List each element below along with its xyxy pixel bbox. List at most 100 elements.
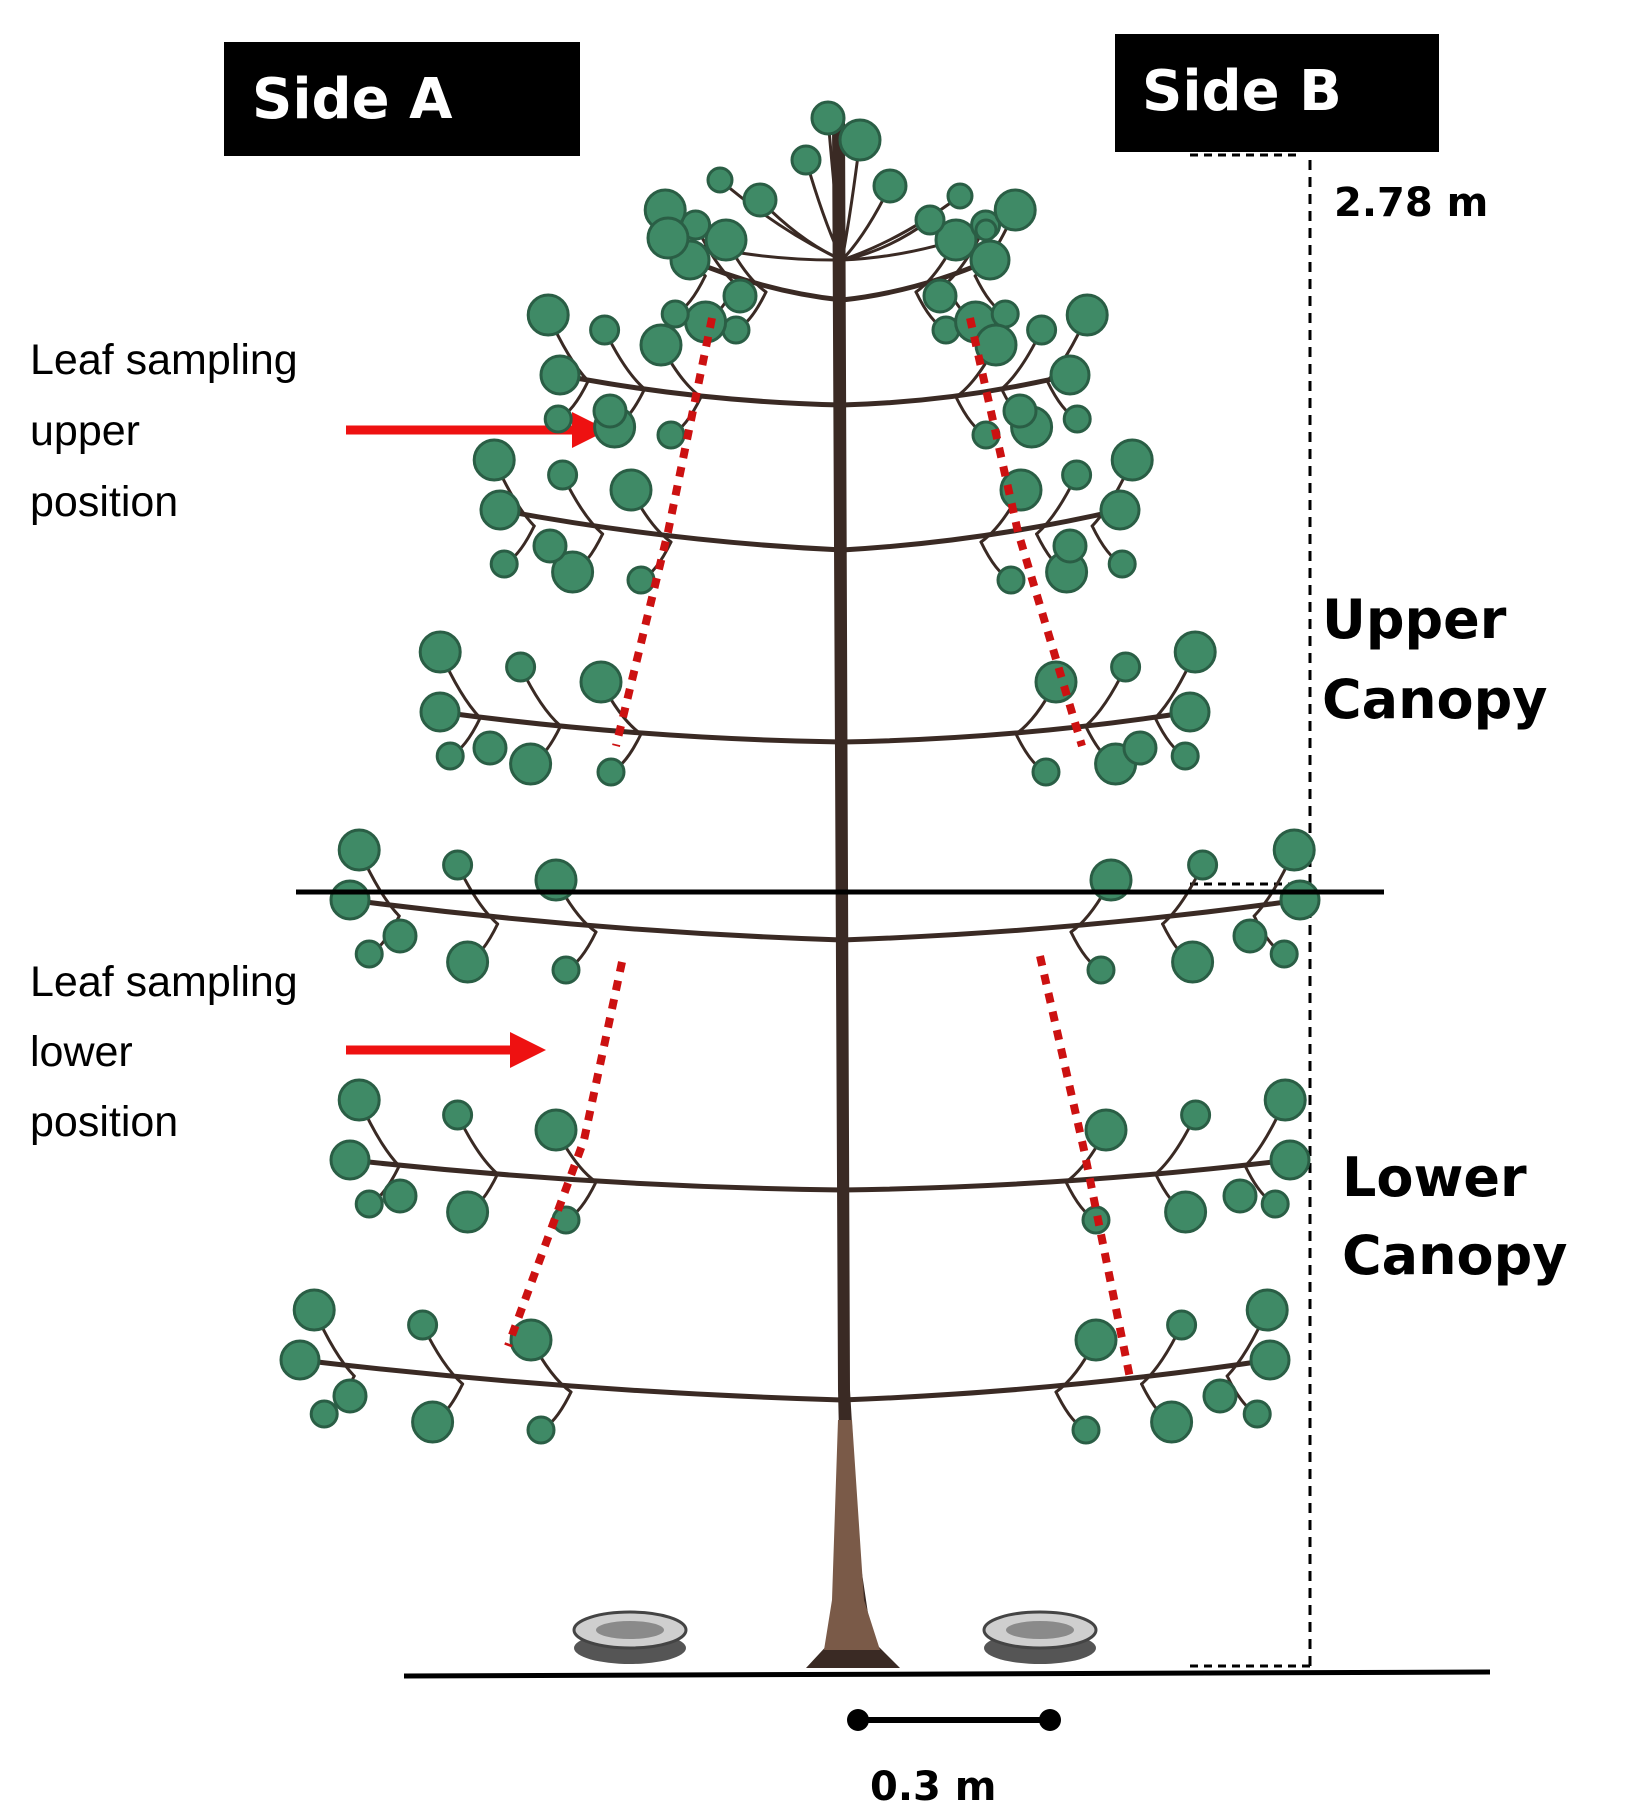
foliage-cluster	[609, 468, 653, 512]
tree-branch	[839, 897, 1303, 943]
tree-branch	[839, 372, 1073, 408]
side-a-label: Side A	[224, 42, 580, 156]
foliage-cluster	[337, 1078, 381, 1122]
foliage-cluster	[1249, 1339, 1291, 1381]
foliage-cluster	[446, 940, 490, 984]
foliage-cluster	[1099, 489, 1141, 531]
upper-canopy-line1: Upper	[1322, 588, 1507, 651]
foliage-cluster	[382, 918, 418, 954]
foliage-cluster	[1122, 730, 1158, 766]
tree-branch	[839, 507, 1123, 553]
foliage-cluster	[1173, 630, 1217, 674]
foliage-cluster	[279, 1339, 321, 1381]
foliage-cluster	[329, 1139, 371, 1181]
foliage-cluster	[526, 293, 570, 337]
sampling-lines	[504, 317, 1134, 1379]
ground-line	[403, 1669, 1491, 1679]
foliage-cluster	[337, 828, 381, 872]
tree-branch	[347, 897, 845, 943]
foliage-cluster	[1110, 651, 1142, 683]
foliage-cluster	[996, 565, 1026, 595]
foliage-cluster	[547, 459, 579, 491]
foliage-cluster	[332, 1378, 368, 1414]
tree-branch	[840, 194, 962, 262]
tree-illustration	[279, 100, 1321, 1668]
foliage-cluster	[1245, 1288, 1289, 1332]
foliage-cluster	[592, 393, 628, 429]
foliage-cluster	[472, 438, 516, 482]
height-label: 2.78 m	[1334, 180, 1488, 226]
foliage-cluster	[472, 730, 508, 766]
foliage-cluster	[309, 1399, 339, 1429]
height-measure: 2.78 m	[1190, 153, 1488, 1668]
side-b-text: Side B	[1142, 59, 1342, 124]
foliage-cluster	[684, 300, 728, 344]
lower-canopy-line2: Canopy	[1342, 1224, 1567, 1287]
foliage-cluster	[418, 630, 462, 674]
foliage-cluster	[479, 489, 521, 531]
upper-sampling-line3: position	[30, 478, 178, 526]
foliage-cluster	[934, 218, 978, 262]
foliage-cluster	[1086, 955, 1116, 985]
foliage-cluster	[1061, 459, 1093, 491]
side-b-label: Side B	[1115, 34, 1439, 152]
foliage-cluster	[596, 757, 626, 787]
lower-sampling-line1: Leaf sampling	[30, 958, 298, 1006]
foliage-cluster	[872, 168, 908, 204]
foliage-cluster	[539, 354, 581, 396]
foliage-cluster	[790, 144, 822, 176]
foliage-cluster	[1026, 314, 1058, 346]
foliage-cluster	[1279, 879, 1321, 921]
litter-trap-left	[572, 1610, 688, 1664]
foliage-cluster	[1260, 1189, 1290, 1219]
side-a-text: Side A	[252, 67, 453, 132]
foliage-cluster	[706, 166, 734, 194]
tree-branch	[718, 178, 844, 262]
foliage-cluster	[914, 204, 946, 236]
foliage-cluster	[1065, 293, 1109, 337]
foliage-cluster	[1110, 438, 1154, 482]
tree-branch	[839, 1357, 1273, 1403]
foliage-cluster	[993, 188, 1037, 232]
scale-bar: 0.3 m	[847, 1709, 1061, 1810]
foliage-cluster	[1107, 549, 1137, 579]
foliage-cluster	[442, 849, 474, 881]
foliage-cluster	[534, 1108, 578, 1152]
foliage-cluster	[1031, 757, 1061, 787]
foliage-cluster	[1263, 1078, 1307, 1122]
foliage-cluster	[1222, 1178, 1258, 1214]
foliage-cluster	[1232, 918, 1268, 954]
foliage-cluster	[442, 1099, 474, 1131]
foliage-cluster	[411, 1400, 455, 1444]
foliage-cluster	[999, 468, 1043, 512]
foliage-cluster	[551, 955, 581, 985]
lower-sampling-line3: position	[30, 1098, 178, 1146]
foliage-cluster	[1170, 741, 1200, 771]
tree-branch	[297, 1357, 845, 1403]
upper-sampling-line1: Leaf sampling	[30, 336, 298, 384]
foliage-cluster	[1034, 660, 1078, 704]
foliage-cluster	[704, 218, 748, 262]
foliage-cluster	[1049, 354, 1091, 396]
lower-sampling-line-left	[504, 961, 626, 1348]
foliage-cluster	[742, 182, 778, 218]
upper-sampling-line-left	[612, 317, 716, 747]
lower-sampling-line-right	[1036, 955, 1134, 1379]
foliage-cluster	[626, 565, 656, 595]
tree-branch	[497, 507, 845, 553]
foliage-cluster	[1272, 828, 1316, 872]
upper-sampling-line-right	[966, 317, 1086, 748]
foliage-cluster	[1084, 1108, 1128, 1152]
foliage-cluster	[660, 299, 690, 329]
foliage-cluster	[1052, 528, 1088, 564]
foliage-cluster	[922, 278, 958, 314]
foliage-cluster	[838, 118, 882, 162]
upper-sampling-arrow	[346, 412, 608, 448]
tree-branch	[347, 1157, 845, 1193]
foliage-cluster	[419, 691, 461, 733]
foliage-cluster	[1169, 691, 1211, 733]
foliage-cluster	[354, 1189, 384, 1219]
foliage-cluster	[969, 239, 1011, 281]
foliage-cluster	[354, 939, 384, 969]
scale-bar-label: 0.3 m	[870, 1764, 996, 1810]
